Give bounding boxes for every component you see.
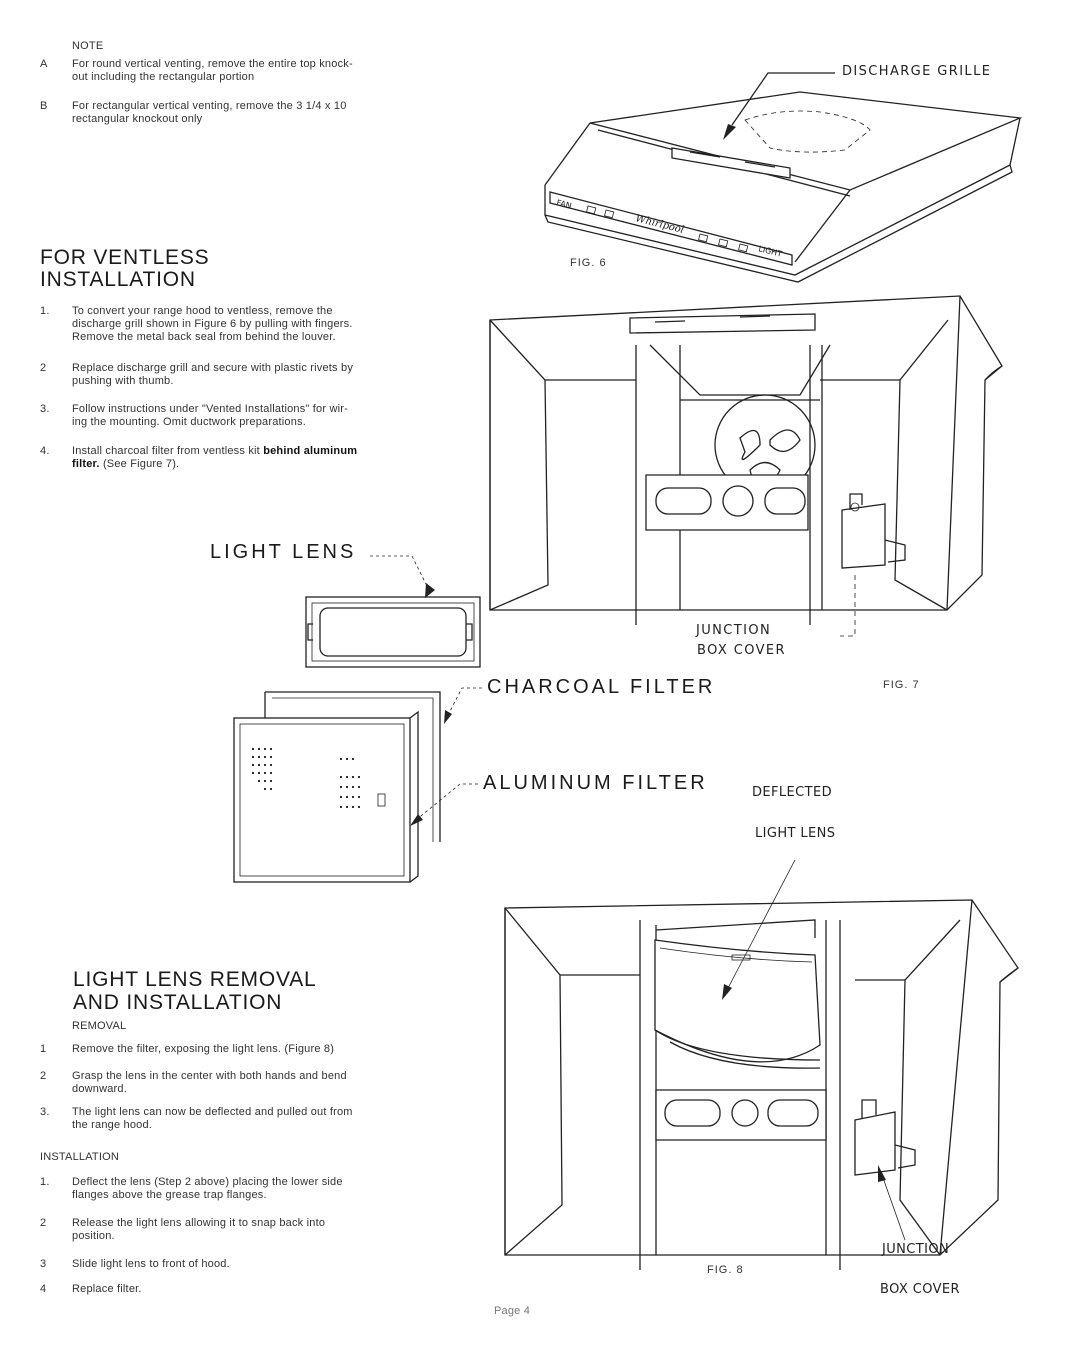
step-line: downward. <box>72 1083 127 1095</box>
step-line: Grasp the lens in the center with both h… <box>72 1070 347 1082</box>
ventless-title-line: INSTALLATION <box>40 268 196 291</box>
step-number: 2 <box>40 1217 47 1229</box>
installation-step: 4 Replace filter. <box>40 1283 480 1297</box>
step-number: 4 <box>40 1283 47 1295</box>
step-number: 2 <box>40 1070 47 1082</box>
step-line: flanges above the grease trap flanges. <box>72 1189 267 1201</box>
fig7-caption: FIG. 7 <box>883 679 920 691</box>
removal-step: 2 Grasp the lens in the center with both… <box>40 1070 480 1098</box>
note-item-b: B For rectangular vertical venting, remo… <box>40 100 490 130</box>
removal-heading: REMOVAL <box>72 1020 127 1032</box>
fig6-caption: FIG. 6 <box>570 257 607 269</box>
fig8-junction-label: BOX COVER <box>880 1282 960 1297</box>
note-letter: B <box>40 100 48 112</box>
step-text: (See Figure 7). <box>99 458 180 470</box>
step-text: Install charcoal filter from ventless ki… <box>72 445 264 457</box>
step-number: 2 <box>40 362 47 374</box>
light-lens-label: LIGHT LENS <box>210 541 357 563</box>
installation-heading: INSTALLATION <box>40 1151 120 1163</box>
note-line: For rectangular vertical venting, remove… <box>72 100 347 112</box>
aluminum-filter-label: ALUMINUM FILTER <box>483 772 708 794</box>
step-number: 1. <box>40 305 50 317</box>
step-line: Remove the metal back seal from behind t… <box>72 331 336 343</box>
fig8-deflected-label: LIGHT LENS <box>755 826 836 841</box>
step-line: Slide light lens to front of hood. <box>72 1258 230 1270</box>
note-line: For round vertical venting, remove the e… <box>72 58 353 70</box>
step-line: Release the light lens allowing it to sn… <box>72 1217 326 1229</box>
step-line: Follow instructions under "Vented Instal… <box>72 403 348 415</box>
step-line: discharge grill shown in Figure 6 by pul… <box>72 318 353 330</box>
step-line: Deflect the lens (Step 2 above) placing … <box>72 1176 343 1188</box>
lens-title-line: LIGHT LENS REMOVAL <box>73 968 317 991</box>
charcoal-filter-label: CHARCOAL FILTER <box>487 676 716 698</box>
step-number: 1 <box>40 1043 47 1055</box>
step-line: ing the mounting. Omit ductwork preparat… <box>72 416 307 428</box>
installation-step: 2 Release the light lens allowing it to … <box>40 1217 480 1245</box>
lens-title-line: AND INSTALLATION <box>73 991 283 1014</box>
removal-step: 1 Remove the filter, exposing the light … <box>40 1043 480 1057</box>
ventless-step: 4. Install charcoal filter from ventless… <box>40 445 480 473</box>
step-number: 4. <box>40 445 50 457</box>
step-line: position. <box>72 1230 115 1242</box>
ventless-step: 3. Follow instructions under "Vented Ins… <box>40 403 480 431</box>
installation-step: 1. Deflect the lens (Step 2 above) placi… <box>40 1176 480 1204</box>
ventless-step: 1. To convert your range hood to ventles… <box>40 305 480 347</box>
note-item-a: A For round vertical venting, remove the… <box>40 58 490 88</box>
ventless-step: 2 Replace discharge grill and secure wit… <box>40 362 480 390</box>
fig8-deflected-label: DEFLECTED <box>752 785 833 800</box>
removal-step: 3. The light lens can now be deflected a… <box>40 1106 480 1134</box>
step-line: Install charcoal filter from ventless ki… <box>72 445 357 458</box>
step-line: Replace discharge grill and secure with … <box>72 362 354 374</box>
step-bold-text: behind aluminum <box>263 445 358 457</box>
note-letter: A <box>40 58 48 70</box>
fig8-caption: FIG. 8 <box>707 1264 744 1276</box>
step-number: 3 <box>40 1258 47 1270</box>
ventless-title-line: FOR VENTLESS <box>40 246 210 269</box>
step-number: 1. <box>40 1176 50 1188</box>
note-line: out including the rectangular portion <box>72 71 255 83</box>
ventless-title: FOR VENTLESS INSTALLATION <box>40 247 209 291</box>
step-number: 3. <box>40 1106 50 1118</box>
discharge-grille-label: DISCHARGE GRILLE <box>842 64 992 79</box>
step-line: Replace filter. <box>72 1283 142 1295</box>
note-heading: NOTE <box>72 40 104 52</box>
page-number: Page 4 <box>494 1305 531 1317</box>
fig8-junction-label: JUNCTION <box>882 1242 950 1257</box>
step-line: filter. (See Figure 7). <box>72 458 179 471</box>
step-line: the range hood. <box>72 1119 153 1131</box>
panel-fan-text: FAN <box>556 198 573 210</box>
step-line: The light lens can now be deflected and … <box>72 1106 353 1118</box>
step-number: 3. <box>40 403 50 415</box>
lens-section-title: LIGHT LENS REMOVAL AND INSTALLATION <box>73 968 317 1014</box>
installation-step: 3 Slide light lens to front of hood. <box>40 1258 480 1272</box>
fig7-junction-label: JUNCTION <box>696 623 772 638</box>
step-bold-text: filter. <box>72 458 100 470</box>
fig7-junction-label: BOX COVER <box>697 643 786 658</box>
step-line: pushing with thumb. <box>72 375 174 387</box>
step-line: Remove the filter, exposing the light le… <box>72 1043 335 1055</box>
step-line: To convert your range hood to ventless, … <box>72 305 333 317</box>
note-line: rectangular knockout only <box>72 113 203 125</box>
